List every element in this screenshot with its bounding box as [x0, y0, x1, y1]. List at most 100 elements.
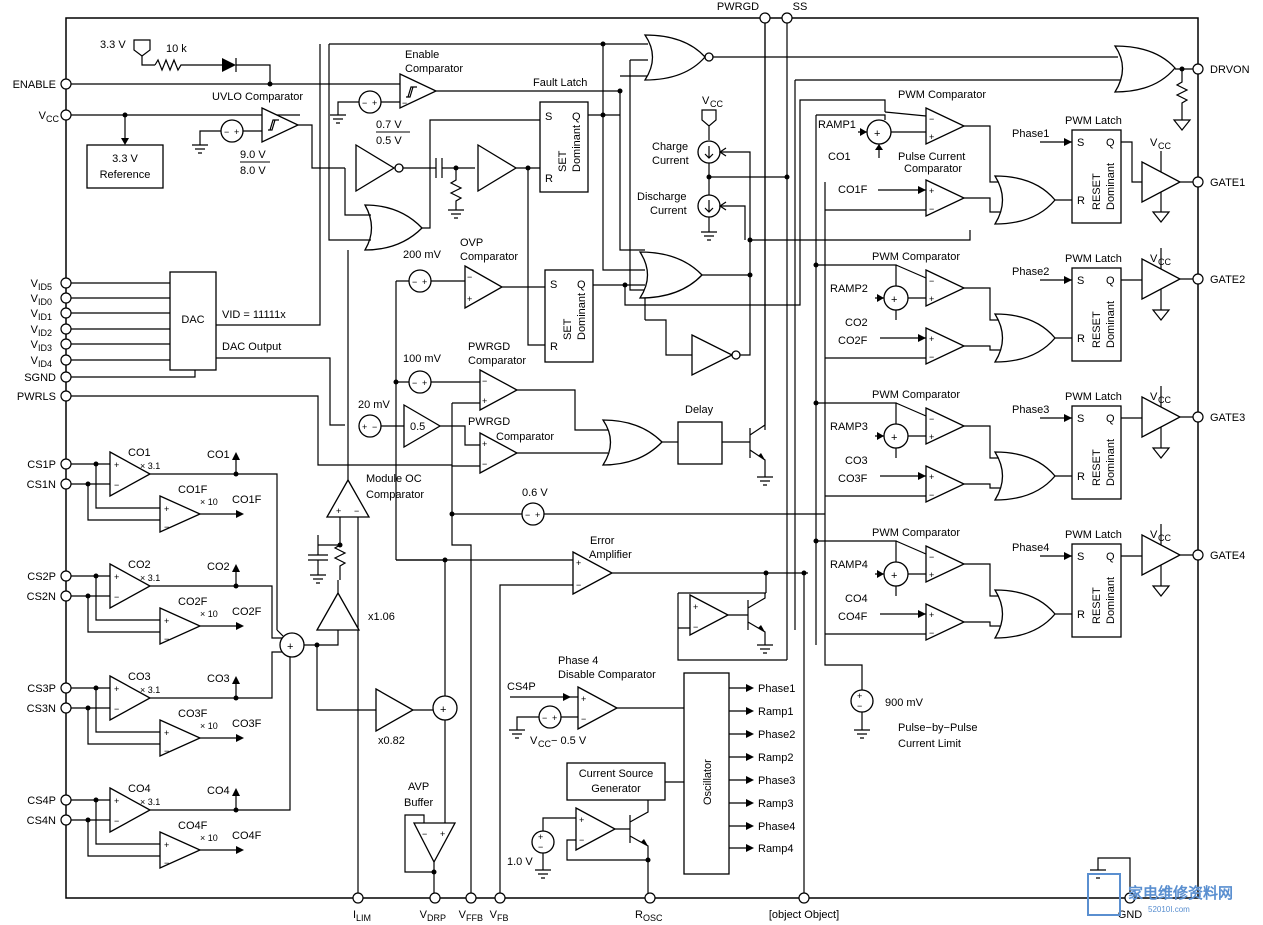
osc-out-phase4: Phase4 — [758, 821, 795, 833]
pin-cs1n[interactable]: CS1N — [27, 478, 72, 491]
pin-vffb[interactable]: V FFB — [459, 892, 483, 923]
module-oc-2: Comparator — [366, 489, 424, 501]
pin-pwrgd[interactable]: PWRGD — [717, 1, 771, 24]
pin-gate1[interactable]: GATE1 — [1192, 176, 1245, 189]
pin-vid4[interactable]: V ID4 — [31, 354, 72, 369]
v10-label: 1.0 V — [507, 856, 533, 868]
ph4-latch-q: Q — [1106, 551, 1115, 563]
pin-vid5[interactable]: V ID5 — [31, 277, 72, 292]
moc-plus: + — [336, 506, 341, 516]
cs-channel-3: + − CO3 × 3.1 CO3 + − CO3F × 10 CO3F — [71, 651, 283, 758]
buffer-1 — [477, 143, 518, 193]
ph1-phase: Phase1 — [1012, 128, 1049, 140]
pin-cs1p[interactable]: CS1P — [27, 458, 72, 471]
pin-cs4n[interactable]: CS4N — [27, 814, 72, 827]
pin-cs3p[interactable]: CS3P — [27, 682, 72, 695]
co4f-amp-label: CO4F — [178, 820, 208, 832]
pin-vcc[interactable]: V CC — [39, 109, 72, 124]
pin-sgnd[interactable]: SGND — [24, 371, 72, 384]
co1-amp-label: CO1 — [128, 447, 151, 459]
ph4-disable-comparator — [577, 685, 619, 731]
pin-cs4p[interactable]: CS4P — [27, 794, 72, 807]
v33-label: 3.3 V — [100, 39, 126, 51]
ph1-pwm-comp-title: PWM Comparator — [898, 89, 986, 101]
v06-minus: − — [525, 510, 530, 520]
pin-ilim-sub: LIM — [356, 913, 371, 923]
pin-vdrp[interactable]: V DRP — [420, 892, 446, 923]
ph1-vcc-sub: CC — [1158, 141, 1171, 151]
ph4-vcc-sub: CC — [1158, 533, 1171, 543]
osc-outputs: Phase1 Ramp1 Phase2 Ramp2 Phase3 Ramp3 P… — [729, 683, 795, 855]
ph1-cof: CO1F — [838, 184, 868, 196]
reference-block — [86, 144, 164, 189]
ovp-title-1: OVP — [460, 237, 483, 249]
ovp-minus: − — [467, 272, 472, 282]
pin-cs2n[interactable]: CS2N — [27, 590, 72, 603]
ph4-vcc: V — [1150, 529, 1158, 541]
gnd-symbol — [1090, 857, 1131, 893]
ph3-latch-reset: RESET — [1091, 449, 1103, 486]
co2f-gain: × 10 — [200, 609, 218, 619]
pls-ref-minus: − — [372, 422, 377, 432]
pin-ss[interactable]: SS — [781, 1, 807, 24]
pin-vid2[interactable]: V ID2 — [31, 323, 72, 338]
ph2-pc-comparator — [925, 326, 966, 366]
enable-uvlo-section: 3.3 V 10 k Enable Comparator − − + 0.7 V… — [71, 39, 648, 291]
co3-plus: + — [114, 684, 119, 694]
pin-vid0-label: V — [31, 293, 39, 305]
osc-out-ramp4: Ramp4 — [758, 843, 793, 855]
fault-latch — [539, 101, 589, 193]
co4f-plus: + — [164, 840, 169, 850]
pwrgd1-title-1: PWRGD — [468, 341, 510, 353]
co4-amp — [109, 786, 152, 834]
pin-pwrgd-label: PWRGD — [717, 1, 759, 13]
module-oc-1: Module OC — [366, 473, 422, 485]
pin-gate2[interactable]: GATE2 — [1192, 273, 1245, 286]
pin-ilim[interactable]: I LIM — [352, 892, 371, 923]
ph1-latch-dom: Dominant — [1105, 163, 1117, 210]
pin-vcc-label: V — [39, 110, 47, 122]
ph3-latch-r: R — [1077, 471, 1085, 483]
pin-vid1[interactable]: V ID1 — [31, 307, 72, 322]
pin-vid0[interactable]: V ID0 — [31, 292, 72, 307]
pin-vid3[interactable]: V ID3 — [31, 338, 72, 353]
enable-lo: 0.5 V — [376, 135, 402, 147]
ph4-sum-plus: + — [891, 570, 897, 582]
ph4-pwm-latch — [1071, 543, 1122, 638]
ph3-pc-minus: − — [929, 490, 934, 500]
ph4-cs4p: CS4P — [507, 681, 536, 693]
osc-out-ramp3: Ramp3 — [758, 798, 793, 810]
pin-cs2p[interactable]: CS2P — [27, 570, 72, 583]
oscbuf-minus: − — [579, 835, 584, 845]
watermark-text: 家电维修资料网 — [1128, 884, 1233, 902]
module-oc-comparator — [325, 478, 371, 518]
avp-2: Buffer — [404, 797, 433, 809]
pin-pwrls[interactable]: PWRLS — [17, 390, 72, 403]
csg-2: Generator — [591, 783, 641, 795]
pin-gate4[interactable]: GATE4 — [1192, 549, 1245, 562]
or-gate-drvon — [1113, 45, 1176, 93]
ph3-or-gate — [993, 451, 1056, 501]
ph2-cof: CO2F — [838, 335, 868, 347]
osc-out-phase3: Phase3 — [758, 775, 795, 787]
ph2-pc-plus: + — [929, 334, 934, 344]
pin-vid3-label: V — [31, 339, 39, 351]
pin-comp[interactable]: [object Object] — [769, 892, 839, 921]
pin-gate3[interactable]: GATE3 — [1192, 411, 1245, 424]
or-gate-1 — [363, 204, 423, 251]
pwrgd1-title-2: Comparator — [468, 355, 526, 367]
pin-cs4n-label: CS4N — [27, 815, 56, 827]
g082-label: x0.82 — [378, 735, 405, 747]
pin-vcc-sub: CC — [46, 114, 59, 124]
enable-ref-plus: + — [372, 98, 377, 108]
pin-rosc[interactable]: R OSC — [635, 892, 663, 923]
clamp-minus: − — [693, 622, 698, 632]
co4-amp-label: CO4 — [128, 783, 151, 795]
pin-cs3n[interactable]: CS3N — [27, 702, 72, 715]
pls-ref-plus: + — [362, 422, 367, 432]
pin-cs1p-label: CS1P — [27, 459, 56, 471]
pin-drvon[interactable]: DRVON — [1192, 63, 1250, 76]
moc-minus: − — [354, 506, 359, 516]
co3-amp-label: CO3 — [128, 671, 151, 683]
pin-enable[interactable]: ENABLE — [13, 78, 72, 91]
